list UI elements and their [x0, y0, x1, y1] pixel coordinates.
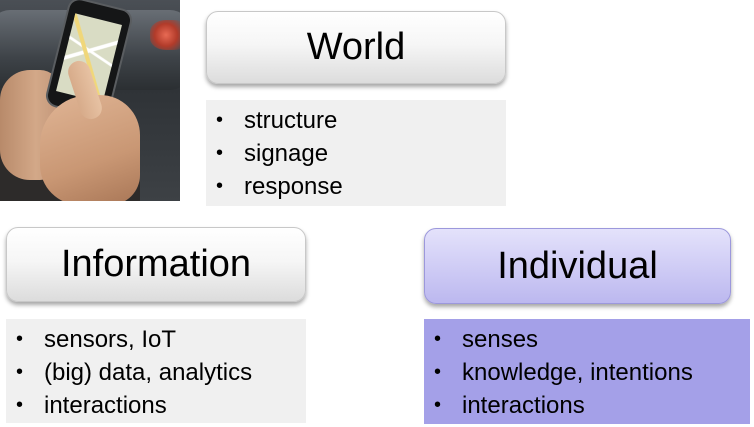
- information-title-box: Information: [6, 227, 306, 302]
- list-item: •(big) data, analytics: [6, 356, 306, 389]
- bullet-icon: •: [434, 328, 442, 350]
- list-item: •signage: [206, 137, 506, 170]
- bullet-icon: •: [16, 361, 24, 383]
- smartphone-map-photo: [0, 0, 180, 201]
- information-title: Information: [60, 243, 252, 285]
- bullet-icon: •: [216, 109, 224, 131]
- world-title: World: [306, 26, 406, 68]
- individual-list: •senses •knowledge, intentions •interact…: [424, 319, 750, 424]
- list-item: •knowledge, intentions: [424, 356, 750, 389]
- world-title-box: World: [206, 11, 506, 84]
- world-list: •structure •signage •response: [206, 100, 506, 206]
- bullet-icon: •: [16, 328, 24, 350]
- individual-title: Individual: [497, 244, 658, 287]
- bullet-icon: •: [216, 142, 224, 164]
- list-item: •sensors, IoT: [6, 323, 306, 356]
- list-item: •interactions: [424, 389, 750, 422]
- bullet-icon: •: [434, 361, 442, 383]
- individual-title-box: Individual: [424, 228, 731, 304]
- bullet-icon: •: [16, 394, 24, 416]
- information-list: •sensors, IoT •(big) data, analytics •in…: [6, 319, 306, 423]
- list-item: •interactions: [6, 389, 306, 422]
- bullet-icon: •: [216, 175, 224, 197]
- car-taillight: [150, 20, 180, 50]
- bullet-icon: •: [434, 394, 442, 416]
- list-item: •senses: [424, 323, 750, 356]
- list-item: •structure: [206, 104, 506, 137]
- list-item: •response: [206, 170, 506, 203]
